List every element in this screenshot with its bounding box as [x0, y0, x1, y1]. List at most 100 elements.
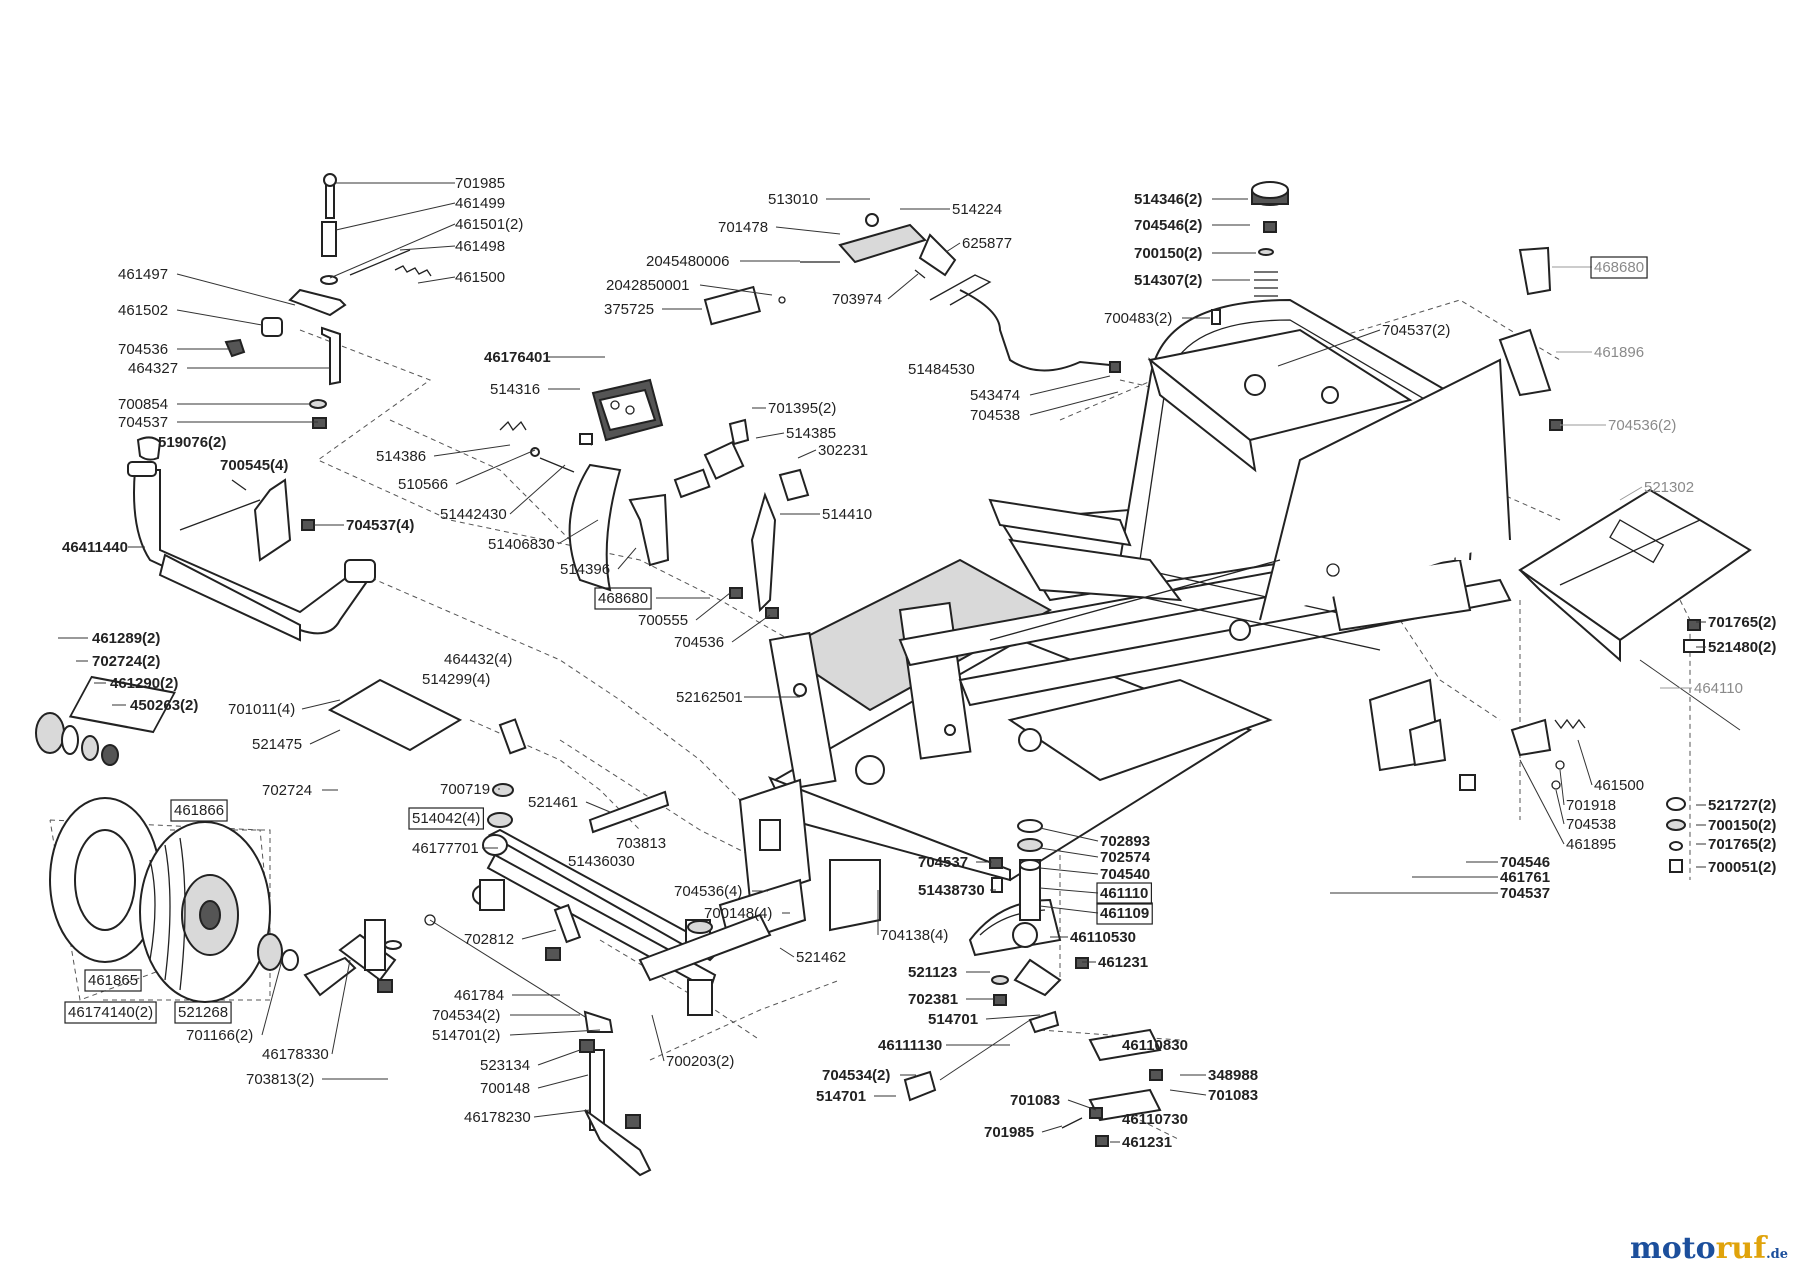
part-label-46411440: 46411440 [62, 539, 128, 556]
leader-line-461109 [1039, 905, 1099, 914]
part-label-519076: 519076(2) [158, 434, 226, 451]
leader-line-461110 [1039, 887, 1099, 894]
part-label-521302: 521302 [1644, 479, 1694, 496]
part-label-514410: 514410 [822, 506, 872, 523]
label-box-468680a [1590, 256, 1648, 279]
part-label-702724b: 702724(2) [92, 653, 160, 670]
part-label-523134: 523134 [480, 1057, 530, 1074]
label-box-468680b [594, 587, 652, 610]
part-label-2045480006: 2045480006 [646, 253, 729, 270]
part-label-521462: 521462 [796, 949, 846, 966]
part-label-510566: 510566 [398, 476, 448, 493]
leader-line-704540 [1039, 867, 1099, 875]
label-box-461865 [84, 969, 142, 992]
part-label-521480: 521480(2) [1708, 639, 1776, 656]
part-label-704536c: 704536(4) [674, 883, 742, 900]
part-label-700150b: 700150(2) [1708, 817, 1776, 834]
part-label-514042: 514042(4) [412, 810, 480, 827]
part-label-461501: 461501(2) [455, 216, 523, 233]
part-label-701985b: 701985 [984, 1124, 1034, 1141]
part-label-702381: 702381 [908, 991, 958, 1008]
leader-line-461498 [399, 245, 456, 251]
part-label-450263: 450263(2) [130, 697, 198, 714]
part-label-464110: 464110 [1694, 680, 1743, 697]
part-label-464432: 464432(4) [444, 651, 512, 668]
part-label-51436030: 51436030 [568, 853, 635, 870]
logo-part-1: moto [1629, 1231, 1716, 1266]
part-label-701765a: 701765(2) [1708, 614, 1776, 631]
part-label-461895: 461895 [1566, 836, 1616, 853]
part-label-514701c: 514701 [928, 1011, 978, 1028]
leader-line-701011 [301, 699, 341, 710]
motoruf-logo: motoruf.de [1630, 1231, 1788, 1266]
part-label-700203: 700203(2) [666, 1053, 734, 1070]
leader-line-702574 [1039, 847, 1099, 858]
part-label-702574: 702574 [1100, 849, 1151, 866]
leader-line-2042850001 [699, 284, 773, 296]
part-label-701478: 701478 [718, 219, 768, 236]
leader-line-514701c [985, 1014, 1041, 1020]
leader-line-46178330 [331, 959, 351, 1055]
part-label-704546b: 704546 [1500, 854, 1550, 871]
wheel-assembly [35, 712, 652, 1177]
part-label-701166: 701166(2) [186, 1027, 253, 1044]
leader-line-514386 [433, 444, 511, 457]
part-label-348988: 348988 [1208, 1067, 1258, 1084]
part-label-464327: 464327 [128, 360, 178, 377]
front-bumper [127, 461, 376, 642]
leader-line-521475 [309, 729, 341, 745]
leader-line-521461 [585, 801, 611, 813]
part-label-704538a: 704538 [1566, 816, 1616, 833]
leader-line-461500b [1577, 739, 1593, 786]
part-label-704546a: 704546(2) [1134, 217, 1202, 234]
part-label-514224: 514224 [952, 201, 1002, 218]
part-label-461231a: 461231 [1098, 954, 1148, 971]
label-box-461866 [170, 799, 228, 822]
part-label-302231: 302231 [818, 442, 868, 459]
part-label-461290: 461290(2) [110, 675, 178, 692]
label-box-514042 [408, 807, 484, 830]
leader-line-625877 [945, 242, 961, 253]
leader-line-702812 [521, 929, 557, 940]
part-label-461231b: 461231 [1122, 1134, 1172, 1151]
part-label-461500a: 461500 [455, 269, 505, 286]
part-labels: 701985461499461501(2)4614984615004614974… [62, 175, 1776, 1151]
part-label-468680a: 468680 [1594, 259, 1644, 276]
leader-line-704536b [731, 614, 771, 643]
leader-line-523134 [537, 1049, 581, 1066]
part-label-461497: 461497 [118, 266, 168, 283]
leader-line-461895 [1519, 759, 1565, 845]
steering-sector [903, 819, 1163, 1147]
part-label-514701a: 514701 [816, 1088, 866, 1105]
pedal-assembly [499, 378, 810, 619]
part-label-521461: 521461 [528, 794, 578, 811]
part-label-51442430: 51442430 [440, 506, 507, 523]
leader-line-701985b [1041, 1125, 1063, 1133]
part-label-703813a: 703813 [616, 835, 666, 852]
part-label-461784: 461784 [454, 987, 504, 1004]
part-label-700555: 700555 [638, 612, 688, 629]
leader-line-514385 [755, 432, 785, 439]
leader-line-703974 [887, 273, 919, 300]
logo-part-2: ruf [1715, 1231, 1767, 1266]
part-label-461896: 461896 [1594, 344, 1644, 361]
leader-lines [58, 182, 1706, 1143]
part-label-514307: 514307(2) [1134, 272, 1202, 289]
leader-line-701083a [1067, 1099, 1097, 1111]
leader-line-701166 [261, 959, 283, 1036]
leader-line-461497 [176, 273, 296, 306]
brake-bracket-parts [136, 173, 432, 531]
part-label-46174140: 46174140(2) [68, 1004, 153, 1021]
throttle-lever-assembly [703, 213, 1121, 373]
rear-tray [1518, 488, 1752, 731]
part-label-700148a: 700148(4) [704, 905, 772, 922]
label-box-521268 [174, 1001, 232, 1024]
part-label-704537c: 704537(2) [1382, 322, 1450, 339]
part-label-461109: 461109 [1100, 905, 1149, 922]
logo-part-3: .de [1766, 1247, 1788, 1262]
leader-line-514396 [617, 547, 637, 570]
part-label-461865: 461865 [88, 972, 138, 989]
leader-line-701478 [775, 226, 841, 235]
leader-line-700148b [537, 1074, 589, 1089]
